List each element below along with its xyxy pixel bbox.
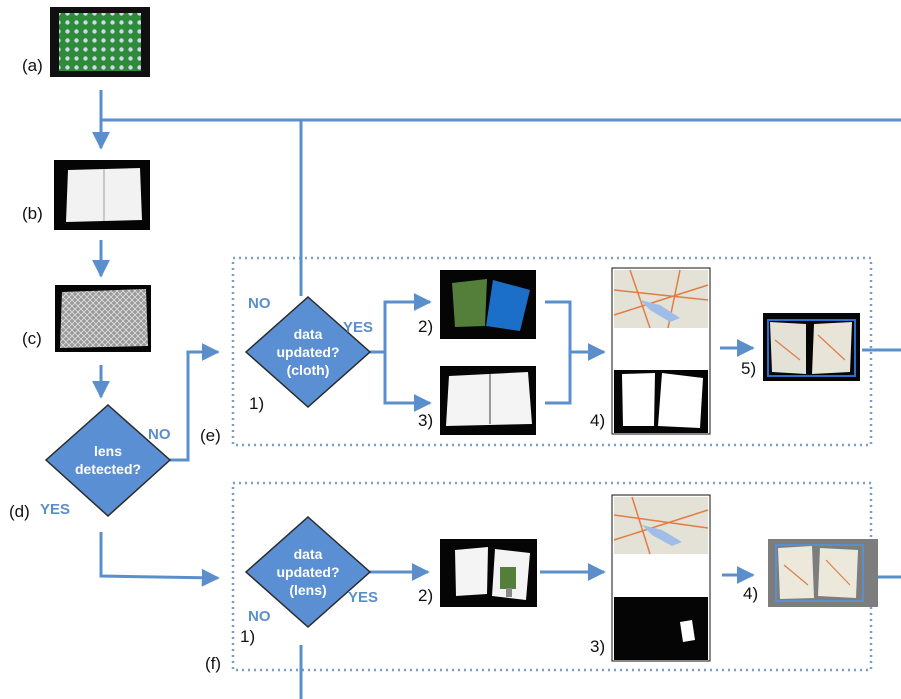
image-f3-map-and-mask — [611, 494, 711, 662]
image-b-cloth — [54, 160, 150, 230]
substep-e1: 1) — [249, 394, 265, 413]
image-e4-map-and-mask — [611, 267, 711, 435]
decision-cloth-line1: data — [293, 326, 323, 342]
decision-cloth-line2: updated? — [276, 344, 340, 360]
substep-f3: 3) — [590, 637, 606, 656]
keyword-f-no: NO — [248, 608, 271, 625]
decision-lens-detected — [44, 403, 172, 518]
label-f: (f) — [205, 654, 222, 673]
image-a-calibration-board — [50, 7, 150, 77]
image-f2-lens — [440, 539, 537, 607]
image-c-mesh — [55, 285, 151, 352]
image-e2-segmented — [440, 270, 536, 339]
label-b: (b) — [22, 204, 43, 223]
decision-lensdata-line3: (lens) — [289, 582, 327, 598]
decision-cloth-data-updated — [244, 295, 372, 409]
keyword-e-yes: YES — [343, 319, 374, 336]
substep-e2: 2) — [418, 317, 434, 336]
keyword-f-yes: YES — [348, 589, 379, 606]
decision-lensdata-line2: updated? — [276, 564, 340, 580]
substep-f2: 2) — [418, 586, 434, 605]
substep-e5: 5) — [741, 359, 757, 378]
label-c: (c) — [22, 329, 42, 348]
decision-cloth-line3: (cloth) — [286, 362, 330, 378]
label-a: (a) — [22, 56, 43, 75]
decision-cloth-text: data updated? (cloth) — [258, 325, 358, 379]
decision-lens-line1: lens — [93, 443, 122, 459]
decision-lensdata-text: data updated? (lens) — [258, 545, 358, 599]
substep-e3: 3) — [418, 411, 434, 430]
group-box-f — [231, 481, 873, 672]
image-e5-result — [763, 313, 860, 381]
substep-e4: 4) — [590, 411, 606, 430]
substep-f4: 4) — [743, 584, 759, 603]
label-d: (d) — [9, 502, 30, 521]
decision-lens-text: lens detected? — [58, 442, 158, 478]
decision-lens-data-updated — [244, 515, 372, 629]
keyword-d-no: NO — [148, 426, 171, 443]
image-e3-cloth — [440, 366, 536, 435]
image-f4-result — [768, 539, 878, 607]
label-e: (e) — [200, 426, 221, 445]
substep-f1: 1) — [240, 627, 256, 646]
decision-lensdata-line1: data — [293, 546, 323, 562]
keyword-d-yes: YES — [40, 501, 71, 518]
decision-lens-line2: detected? — [74, 461, 142, 477]
keyword-e-no: NO — [248, 295, 271, 312]
group-box-e — [231, 256, 873, 447]
